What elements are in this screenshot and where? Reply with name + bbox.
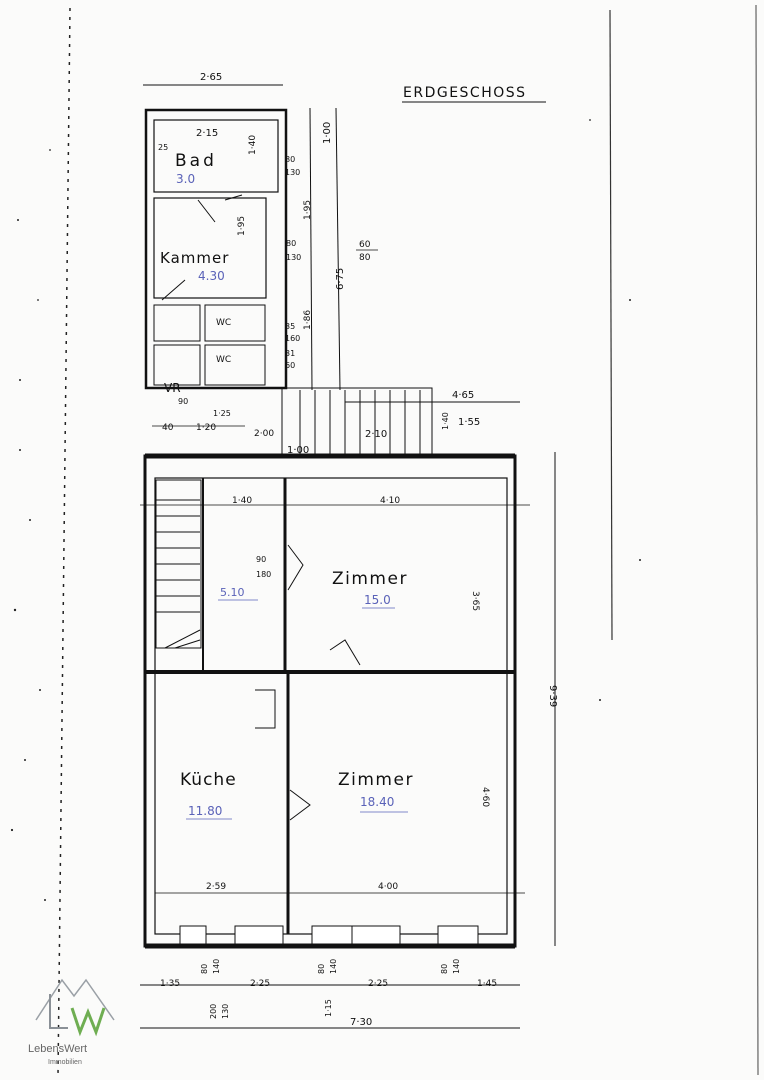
door-swing-kammer2 bbox=[161, 279, 186, 301]
dim-vr-120: 1·20 bbox=[196, 423, 216, 433]
dim-total-939: 9·39 bbox=[547, 685, 558, 707]
door-swing-zimmer1 bbox=[287, 544, 304, 591]
stair-flight-upper bbox=[281, 387, 433, 459]
dim-win-140-a: 140 bbox=[212, 959, 221, 974]
dim-bottom-total: 7·30 bbox=[350, 1017, 372, 1028]
dim-bad-height: 1·40 bbox=[248, 135, 258, 155]
dim-total-465: 4·65 bbox=[452, 390, 474, 401]
room-area-kueche: 11.80 bbox=[188, 804, 222, 818]
room-area-zimmer2: 18.40 bbox=[360, 795, 394, 809]
dim-bottom-145: 1·45 bbox=[477, 979, 497, 989]
logo-brand: LebensWert bbox=[28, 1043, 87, 1055]
dim-win-140-b: 140 bbox=[329, 959, 338, 974]
dim-wc-160: 160 bbox=[285, 334, 300, 343]
dim-bottom-225b: 2·25 bbox=[368, 979, 388, 989]
dim-kammer-height: 1·95 bbox=[237, 216, 247, 236]
dim-win-140-c: 140 bbox=[452, 959, 461, 974]
dim-door-180: 180 bbox=[256, 570, 271, 579]
dim-total-675: 6·75 bbox=[335, 268, 346, 290]
dim-kueche-width: 2·59 bbox=[206, 882, 226, 892]
lebenswert-logo: LebensWert Immobilien bbox=[28, 978, 115, 1066]
scan-specks bbox=[10, 119, 641, 901]
dim-stair-100: 1·00 bbox=[287, 445, 309, 456]
logo-roof-icon bbox=[35, 978, 115, 1021]
room-area-kammer: 4.30 bbox=[198, 269, 225, 283]
room-area-bad: 3.0 bbox=[176, 172, 195, 186]
dim-hall-410: 4·10 bbox=[380, 496, 400, 506]
dim-win-130: 130 bbox=[221, 1004, 230, 1019]
dim-bad-25: 25 bbox=[158, 143, 168, 152]
dim-vr-200: 2·00 bbox=[254, 429, 274, 439]
dim-hall-140: 1·40 bbox=[232, 496, 252, 506]
room-label-zimmer2: Zimmer bbox=[338, 770, 414, 790]
door-swing-zimmer2 bbox=[289, 789, 311, 821]
dim-zimmer2-width: 4·00 bbox=[378, 882, 398, 892]
door-swing-kammer bbox=[197, 194, 243, 223]
dim-win-115: 1·15 bbox=[324, 999, 333, 1017]
dim-zimmer2-height: 4·60 bbox=[480, 787, 490, 807]
dim-80: 80 bbox=[359, 253, 371, 263]
dim-bad-window2: 130 bbox=[285, 168, 300, 177]
dim-stair-210: 2·10 bbox=[365, 429, 387, 440]
dim-bad-window: 80 bbox=[285, 155, 295, 164]
room-label-zimmer1: Zimmer bbox=[332, 569, 408, 589]
room-area-zimmer1: 15.0 bbox=[364, 593, 391, 607]
room-label-wc2: WC bbox=[216, 355, 231, 365]
room-label-bad: Bad bbox=[175, 151, 217, 171]
right-edge-line bbox=[755, 4, 759, 1076]
dim-door-90: 90 bbox=[256, 555, 266, 564]
dim-win-80-a: 80 bbox=[200, 964, 209, 974]
dim-win-80-c: 80 bbox=[440, 964, 449, 974]
dim-top-width: 2·65 bbox=[200, 72, 222, 83]
dim-wc-60: 60 bbox=[285, 361, 295, 370]
wing-dim-line bbox=[335, 107, 341, 391]
dim-right-186: 1·86 bbox=[303, 310, 313, 330]
dim-kammer-window: 80 bbox=[286, 239, 296, 248]
dim-stair-140: 1·40 bbox=[441, 412, 450, 430]
wing-right-wall bbox=[309, 107, 313, 391]
right-margin-line bbox=[609, 9, 613, 641]
dim-wc-35: 35 bbox=[285, 322, 295, 331]
dim-right-195: 1·95 bbox=[303, 200, 313, 220]
logo-sub: Immobilien bbox=[48, 1059, 82, 1066]
dim-bottom-225a: 2·25 bbox=[250, 979, 270, 989]
north-wing-walls bbox=[144, 108, 288, 390]
left-margin-line bbox=[57, 7, 71, 1076]
room-label-kammer: Kammer bbox=[160, 249, 229, 267]
dim-kammer-window2: 130 bbox=[286, 253, 301, 262]
main-body-walls bbox=[143, 453, 517, 949]
dim-stair-155: 1·55 bbox=[458, 417, 480, 428]
dim-60: 60 bbox=[359, 240, 371, 250]
door-swing-zimmer1-south bbox=[329, 639, 361, 666]
dim-bottom-135: 1·35 bbox=[160, 979, 180, 989]
room-label-wc1: WC bbox=[216, 318, 231, 328]
dim-bad-inner: 2·15 bbox=[196, 128, 218, 139]
dim-zimmer1-height: 3·65 bbox=[470, 591, 480, 611]
dim-right-100: 1·00 bbox=[322, 122, 333, 144]
plan-title: ERDGESCHOSS bbox=[403, 85, 527, 101]
stair-flight-lower bbox=[155, 479, 202, 649]
dim-vr-125: 1·25 bbox=[213, 409, 231, 418]
dim-wc-31: 31 bbox=[285, 349, 295, 358]
dim-win-80-b: 80 bbox=[317, 964, 326, 974]
door-swing-kueche bbox=[255, 689, 276, 729]
room-label-vr: VR bbox=[164, 381, 181, 395]
south-windows bbox=[179, 925, 479, 945]
dim-win-200: 200 bbox=[209, 1004, 218, 1019]
room-label-kueche: Küche bbox=[180, 770, 237, 790]
dim-vr-90: 90 bbox=[178, 397, 188, 406]
room-area-hall: 5.10 bbox=[220, 586, 245, 599]
dim-vr-40: 40 bbox=[162, 423, 174, 433]
